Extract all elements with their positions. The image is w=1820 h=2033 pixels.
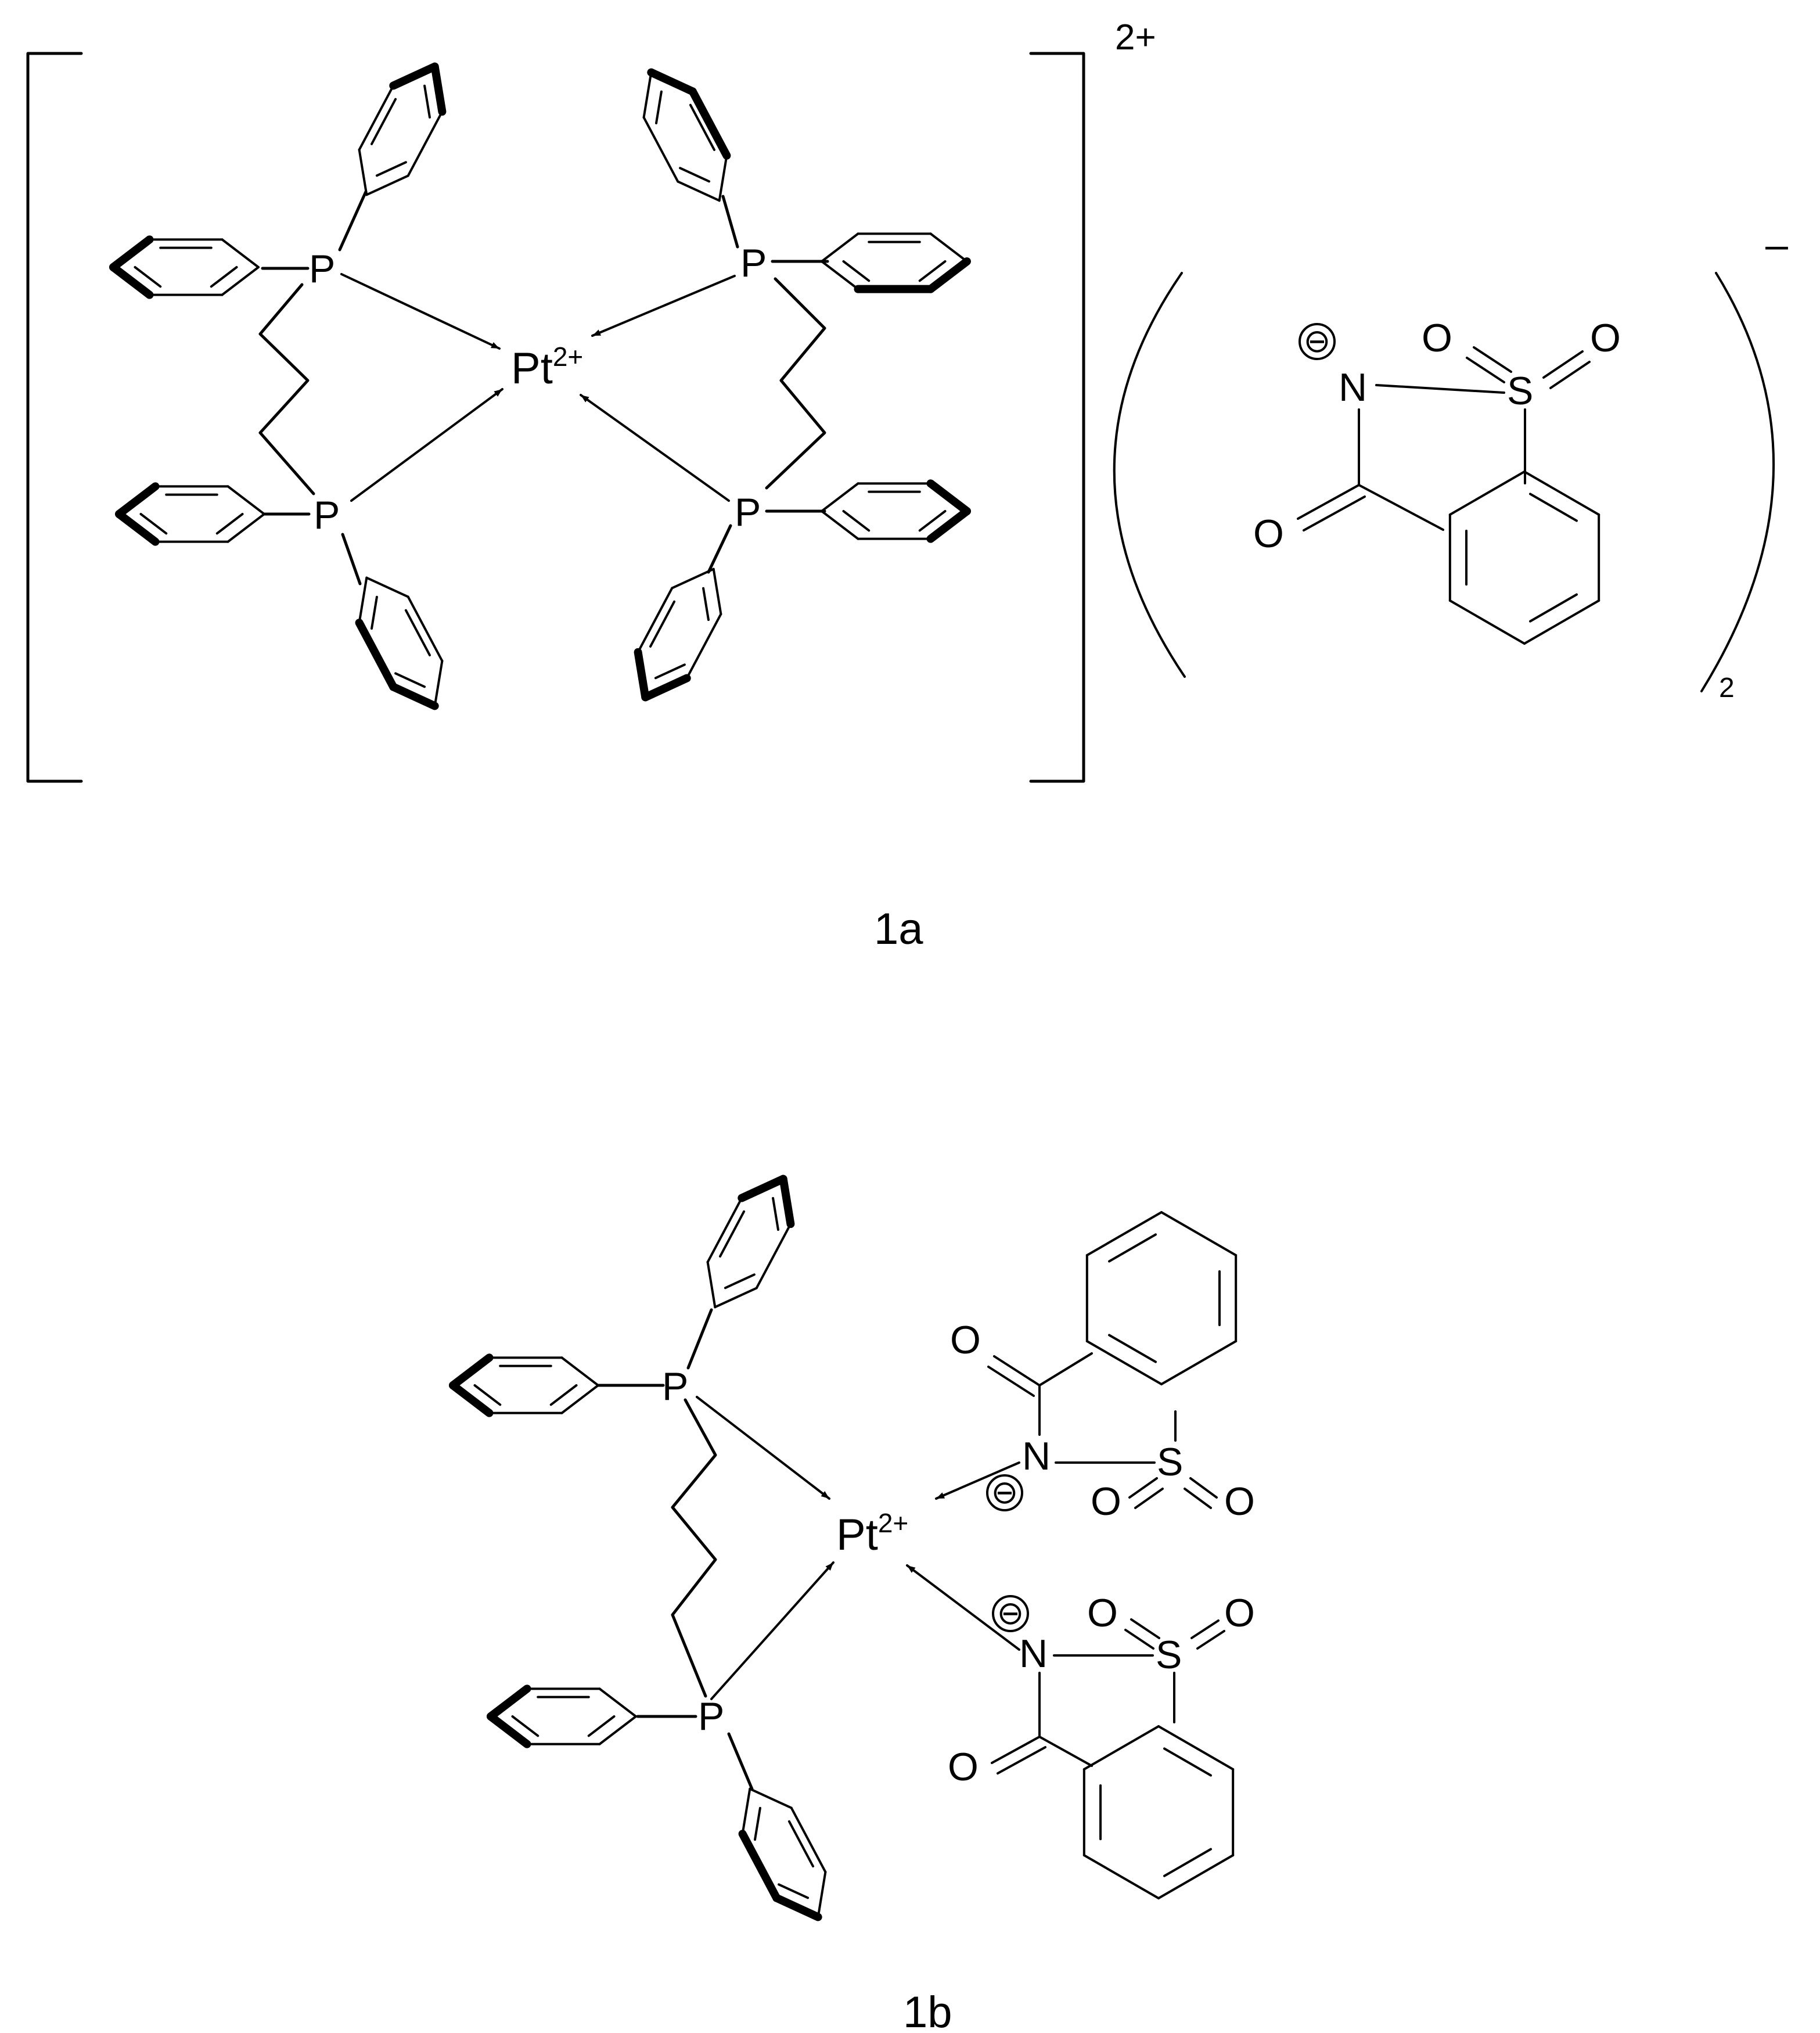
p-phenyl-bonds-1a: [261, 190, 829, 586]
oxygen-atom: O: [950, 1318, 981, 1362]
propylene-bridge-left: [258, 283, 315, 495]
left-parenthesis: [1113, 272, 1186, 678]
phenyl-rings-1b: [449, 1174, 827, 1921]
compound-label-1b: 1b: [903, 1988, 952, 2033]
benzo-ring: [1448, 470, 1600, 645]
platinum-charge: 2+: [878, 1508, 908, 1538]
phenyl-ring: [738, 1787, 827, 1921]
phosphorus-atom: P: [740, 241, 767, 285]
phenyl-ring: [355, 576, 444, 710]
phenyl-ring: [821, 479, 971, 543]
benzo-ring: [1082, 1725, 1235, 1899]
platinum-charge: 2+: [553, 342, 583, 372]
phosphorus-atom: P: [309, 247, 335, 291]
negative-charge-symbol: ⊖: [997, 1594, 1024, 1631]
negative-charge-symbol: ⊖: [1304, 322, 1331, 359]
benzene-ring: [1082, 1725, 1235, 1899]
sulfur-atom: S: [1507, 369, 1533, 413]
butylene-bridge: [671, 1398, 717, 1698]
phenyl-ring: [821, 232, 971, 293]
saccharinate-ligand-upper: N ⊖ S O O O: [950, 1211, 1255, 1524]
oxygen-atom: O: [1253, 512, 1284, 556]
oxygen-atom: O: [1590, 316, 1621, 360]
platinum-atom: Pt2+: [511, 342, 583, 393]
benzene-ring: [1448, 470, 1600, 645]
phosphorus-atom: P: [314, 493, 340, 537]
phenyl-rings-1a: [109, 62, 971, 710]
saccharinate-ligand-lower: ⊖ N S O O O: [948, 1591, 1255, 1899]
negative-charge-circle: [986, 1474, 1023, 1511]
phenyl-ring: [487, 1684, 637, 1748]
propylene-bridge-right: [765, 277, 826, 490]
phenyl-ring: [706, 1174, 795, 1309]
p-phenyl-bonds-1b: [596, 1308, 754, 1791]
compound-label-1a: 1a: [874, 904, 923, 954]
benzo-ring: [1085, 1211, 1238, 1385]
left-bracket: [26, 52, 83, 783]
right-parenthesis: [1700, 272, 1775, 692]
negative-charge-symbol: ⊖: [991, 1474, 1019, 1510]
negative-charge-circle: [1299, 323, 1336, 360]
phosphorus-atom: P: [698, 1694, 724, 1739]
oxygen-atom: O: [1091, 1479, 1121, 1524]
negative-charge-circle: [992, 1595, 1029, 1632]
oxygen-atom: O: [1422, 316, 1452, 360]
compound-1b: P P Pt2+ N ⊖ S O O O ⊖ N: [449, 1174, 1255, 2033]
phenyl-ring: [634, 567, 722, 702]
compound-1a: 2+ P P P P Pt2+: [26, 17, 1788, 954]
nitrogen-atom: N: [1022, 1434, 1051, 1478]
platinum-atom: Pt2+: [836, 1508, 908, 1560]
nitrogen-atom: N: [1339, 365, 1367, 410]
phenyl-ring: [358, 62, 447, 196]
right-bracket: [1029, 52, 1085, 783]
benzene-ring: [1085, 1211, 1238, 1385]
oxygen-atom: O: [948, 1745, 979, 1789]
dative-bonds-1a: [340, 273, 736, 502]
phenyl-ring: [449, 1353, 599, 1417]
sulfur-atom: S: [1157, 1440, 1183, 1484]
phosphorus-atom: P: [662, 1364, 688, 1409]
sulfur-atom: S: [1156, 1633, 1182, 1677]
phenyl-ring: [115, 482, 265, 546]
oxygen-atom: O: [1087, 1591, 1118, 1635]
anion-charge: –: [1765, 222, 1788, 267]
complex-charge: 2+: [1115, 17, 1156, 58]
oxygen-atom: O: [1224, 1591, 1255, 1635]
saccharinate-anion-1a: ⊖ N S O O O: [1253, 316, 1621, 645]
phosphorus-atom: P: [735, 490, 761, 534]
nitrogen-atom: N: [1019, 1632, 1048, 1676]
phenyl-ring: [109, 235, 260, 299]
platinum-symbol: Pt: [511, 344, 553, 393]
phenyl-ring: [642, 68, 731, 202]
platinum-symbol: Pt: [836, 1510, 878, 1560]
anion-multiplier: 2: [1719, 673, 1735, 703]
dative-bonds-1b: [696, 1396, 1020, 1700]
oxygen-atom: O: [1224, 1479, 1255, 1524]
